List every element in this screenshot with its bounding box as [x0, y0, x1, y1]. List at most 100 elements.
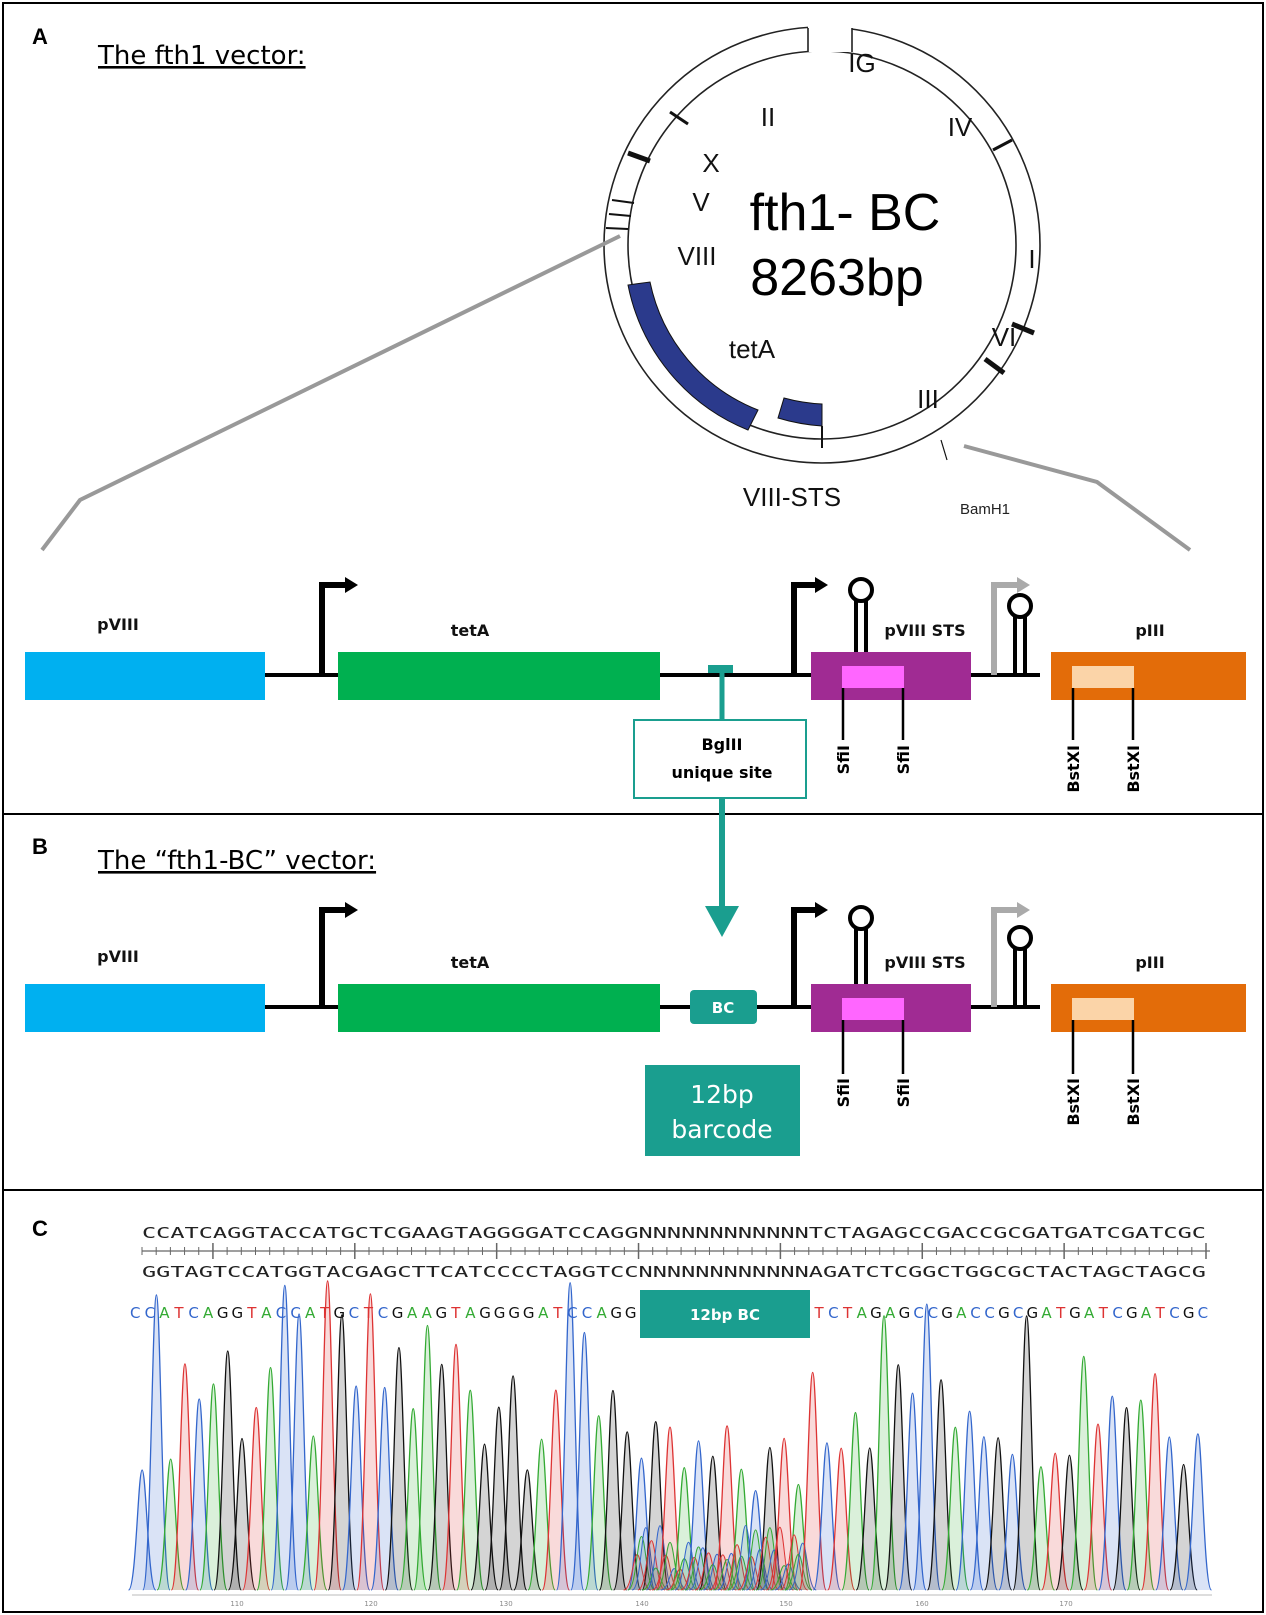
read-base: A: [305, 1304, 316, 1322]
read-base: G: [1126, 1304, 1138, 1322]
plasmid-boundary: [983, 356, 1006, 376]
chromatogram-peak: [770, 1565, 798, 1591]
region-i: I: [1028, 244, 1035, 274]
promoter-arrow-gray: [991, 582, 1020, 675]
read-base: A: [261, 1304, 272, 1322]
sfi1-label: SfiI: [834, 1078, 853, 1107]
panel-a-title: The fth1 vector:: [97, 41, 306, 71]
panel-b-letter: B: [32, 834, 48, 859]
teta-gene: [338, 984, 660, 1032]
read-base: T: [814, 1304, 825, 1322]
read-base: G: [435, 1304, 447, 1322]
chromatogram-peak: [898, 1392, 927, 1591]
read-base: G: [1027, 1304, 1039, 1322]
read-base: G: [625, 1304, 637, 1322]
panel-b-title: The “fth1-BC” vector:: [97, 846, 376, 876]
read-base: C: [130, 1304, 140, 1322]
panel-c: C CCATCAGGTACCATGCTCGAAGTAGGGGATCCAGGNNN…: [32, 1216, 1213, 1608]
chromatogram-peaks: [127, 1280, 1213, 1591]
read-base: T: [173, 1304, 184, 1322]
sequence-bottom-strand: GGTAGTCCATGGTACGAGCTTCATCCCCTAGGTCCNNNNN…: [142, 1263, 1206, 1281]
chromatogram-peak: [998, 1453, 1027, 1591]
panel-a-letter: A: [32, 24, 48, 49]
read-base: G: [231, 1304, 243, 1322]
region-v: V: [692, 187, 710, 217]
chromatogram-peak: [1055, 1454, 1084, 1591]
chromatogram-tick-label: 170: [1059, 1600, 1072, 1608]
read-base: C: [984, 1304, 994, 1322]
pviii-gene: [25, 984, 265, 1032]
chromatogram-peak: [156, 1458, 185, 1591]
read-base: T: [246, 1304, 257, 1322]
chromatogram-tick-label: 160: [915, 1600, 928, 1608]
read-base: C: [276, 1304, 286, 1322]
teta-label: tetA: [451, 621, 490, 640]
read-base: C: [378, 1304, 388, 1322]
chromatogram-peak: [627, 1535, 656, 1591]
pviii-label: pVIII: [97, 615, 139, 634]
bc-read-box: [640, 1290, 810, 1338]
read-base: C: [1013, 1304, 1023, 1322]
read-base: G: [1183, 1304, 1195, 1322]
pviii-label: pVIII: [97, 947, 139, 966]
promoter-arrowhead: [345, 577, 358, 593]
read-base: G: [899, 1304, 911, 1322]
promoter-arrow: [791, 582, 818, 675]
bst-insert: [1072, 998, 1134, 1020]
chromatogram-peak: [256, 1366, 285, 1591]
read-base: G: [479, 1304, 491, 1322]
read-base: G: [333, 1304, 345, 1322]
read-base: C: [188, 1304, 198, 1322]
barcode-label-line2: barcode: [671, 1115, 772, 1144]
plasmid-name: fth1- BC: [750, 184, 941, 242]
chromatogram-peak: [299, 1435, 328, 1591]
pviii-gene: [25, 652, 265, 700]
chromatogram-peak: [142, 1294, 171, 1591]
chromatogram-tick-label: 110: [230, 1600, 243, 1608]
read-base: T: [842, 1304, 853, 1322]
read-base: G: [941, 1304, 953, 1322]
chromatogram-peak: [827, 1447, 856, 1591]
read-base: C: [828, 1304, 838, 1322]
chromatogram-peak: [727, 1555, 756, 1591]
read-base: T: [1155, 1304, 1166, 1322]
chromatogram-tick-label: 150: [779, 1600, 792, 1608]
chromatogram-peak: [370, 1386, 399, 1591]
promoter-arrow: [791, 907, 818, 1007]
plasmid-boundary: [611, 199, 635, 204]
region-viii-sts: VIII-STS: [743, 482, 841, 512]
chromatogram-peak: [541, 1389, 571, 1591]
chromatogram-peak: [769, 1437, 799, 1591]
read-base: C: [1169, 1304, 1179, 1322]
chromatogram-peak: [341, 1385, 371, 1591]
chromatogram-peak: [127, 1469, 157, 1591]
region-iv: IV: [948, 112, 973, 142]
zoom-line-left: [40, 234, 621, 552]
plasmid-size: 8263bp: [750, 249, 924, 307]
chromatogram-peak: [399, 1408, 428, 1591]
read-base: A: [1141, 1304, 1152, 1322]
chromatogram-tick-label: 130: [499, 1600, 512, 1608]
read-base: T: [319, 1304, 330, 1322]
read-base: C: [1198, 1304, 1208, 1322]
read-base: T: [1055, 1304, 1066, 1322]
read-base: A: [596, 1304, 607, 1322]
chromatogram-peak: [784, 1483, 813, 1591]
read-base: T: [450, 1304, 461, 1322]
chromatogram-peak: [470, 1443, 499, 1591]
teta-arc: [627, 281, 759, 431]
terminator-loop: [1007, 593, 1033, 619]
chromatogram-peak: [242, 1406, 271, 1591]
promoter-arrowhead: [345, 902, 358, 918]
plasmid-map: IG II IV X V VIII I VI III tetA VIII-STS…: [603, 20, 1041, 518]
read-base: A: [422, 1304, 433, 1322]
read-base: A: [465, 1304, 476, 1322]
read-base: A: [538, 1304, 549, 1322]
piii-label: pIII: [1135, 621, 1164, 640]
plasmid-boundary: [1011, 321, 1035, 336]
bc-read-label: 12bp BC: [690, 1306, 760, 1324]
linear-map-a: pVIII tetA pVIII STS SfiI SfiI: [25, 577, 1246, 937]
